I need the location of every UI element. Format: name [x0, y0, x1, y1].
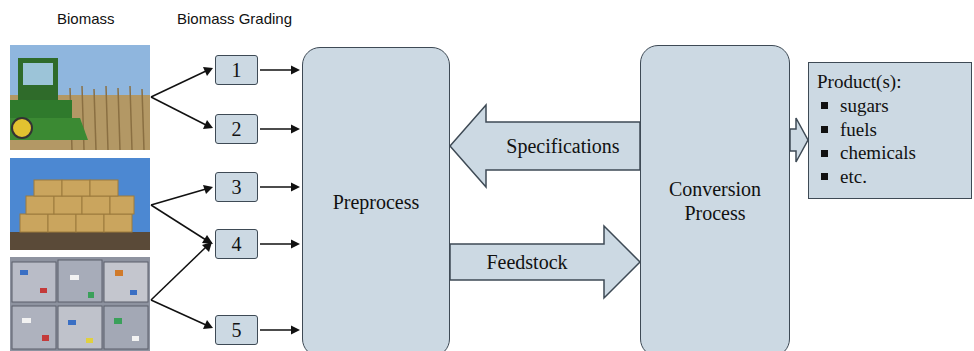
arrow-shape — [450, 105, 640, 187]
cab-window — [23, 63, 53, 85]
arrow-connector — [260, 66, 300, 75]
arrow-label: Feedstock — [486, 251, 567, 274]
list-item: sugars — [840, 94, 889, 118]
arrow-label: Specifications — [506, 135, 619, 158]
hay-bales-photo — [10, 158, 150, 250]
plastic-specks — [20, 270, 139, 343]
wheel — [12, 118, 32, 138]
sky — [10, 45, 150, 103]
arrow-shape — [450, 226, 640, 298]
block-arrow — [790, 118, 808, 162]
bullet-item: sugars — [821, 94, 889, 118]
node-label: 3 — [232, 175, 242, 199]
node-label: 4 — [232, 232, 242, 256]
arrow-head — [291, 326, 300, 335]
arrow-connector — [260, 240, 300, 249]
corn-stalks — [70, 86, 144, 150]
bullet-mark — [821, 102, 828, 109]
process-box: Preprocess — [302, 47, 450, 351]
node-label: 5 — [232, 318, 242, 342]
bullet-item: etc. — [821, 165, 867, 189]
arrow-head — [291, 240, 300, 249]
process-box: Conversion Process — [640, 45, 790, 351]
node-label: Conversion Process — [655, 177, 775, 225]
grade-box: 2 — [215, 114, 258, 144]
bullet-mark — [821, 173, 828, 180]
tractor-body — [10, 100, 72, 118]
grade-box: 3 — [215, 172, 258, 202]
arrow-shape — [790, 118, 808, 162]
ground — [10, 232, 150, 250]
node-label: Preprocess — [333, 190, 420, 214]
grade-box: 4 — [215, 229, 258, 259]
corn-harvester-photo — [10, 45, 150, 150]
arrow-connector — [260, 326, 300, 335]
block-arrow — [450, 226, 640, 298]
corn-header — [10, 118, 88, 140]
tractor-cab — [18, 58, 58, 100]
bale-stack — [20, 180, 134, 232]
column-heading: Biomass — [57, 10, 115, 27]
backdrop — [10, 257, 150, 351]
arrow-head — [291, 66, 300, 75]
bullet-item: fuels — [821, 118, 877, 142]
arrow-head — [291, 183, 300, 192]
bullet-mark — [821, 150, 828, 157]
list-item: etc. — [840, 165, 867, 189]
list-item: fuels — [840, 118, 877, 142]
compressed-bales — [12, 260, 148, 349]
arrow-line — [260, 243, 291, 245]
corn-field — [10, 95, 150, 150]
product-box: Product(s):sugarsfuelschemicalsetc. — [808, 62, 972, 199]
bullet-mark — [821, 126, 828, 133]
arrow-line — [260, 69, 291, 71]
column-heading: Biomass Grading — [177, 10, 292, 27]
grade-box: 5 — [215, 315, 258, 345]
arrow-head — [291, 125, 300, 134]
plastic-bales-photo — [10, 257, 150, 351]
node-label: 1 — [232, 58, 242, 82]
arrow-connector — [260, 125, 300, 134]
arrow-line — [260, 186, 291, 188]
list-heading: Product(s): — [817, 70, 901, 94]
photo-to-grade-arrows — [151, 67, 213, 329]
arrow-connector — [260, 183, 300, 192]
sky — [10, 158, 150, 250]
arrow-line — [260, 128, 291, 130]
block-arrow — [450, 105, 640, 187]
node-label: 2 — [232, 117, 242, 141]
list-item: chemicals — [840, 141, 916, 165]
arrow-line — [260, 329, 291, 331]
grade-box: 1 — [215, 55, 258, 85]
bullet-item: chemicals — [821, 141, 916, 165]
